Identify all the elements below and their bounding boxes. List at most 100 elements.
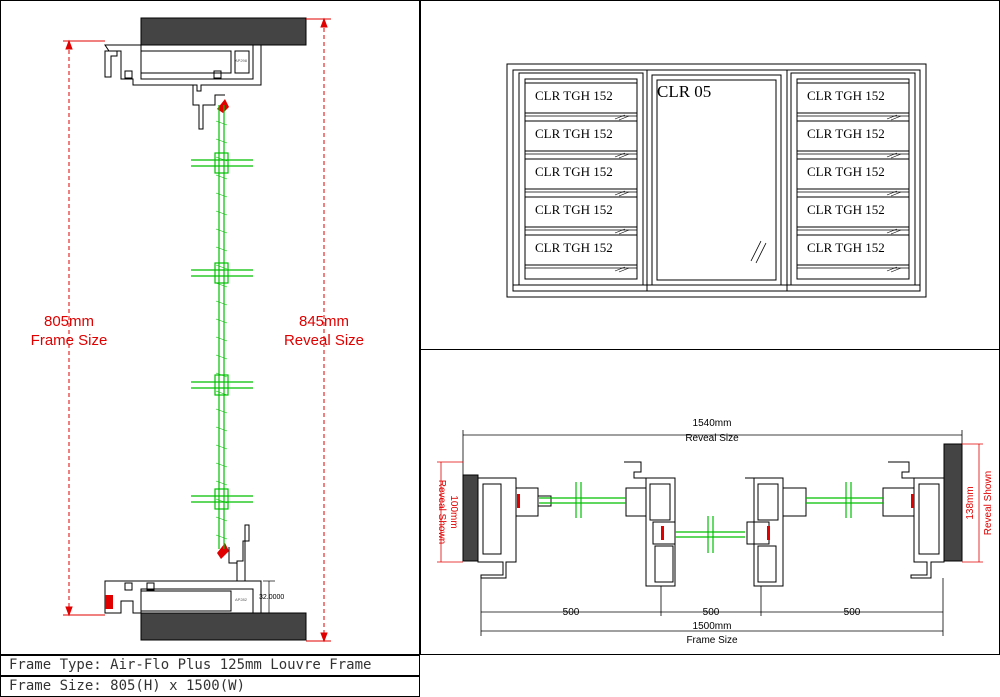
blade-hatch	[215, 282, 228, 288]
plan-reveal-value: 1540mm	[693, 418, 732, 429]
blade-label: CLR TGH 152	[807, 240, 885, 255]
small-dim-value: 32.0000	[259, 594, 284, 601]
blade-hatch	[614, 266, 626, 272]
sill-gasket-inner	[217, 543, 229, 559]
plan-blades	[539, 482, 883, 553]
blade-hatch	[215, 444, 228, 450]
blade-hatch	[215, 210, 228, 216]
frame-size-label: Frame Size	[31, 332, 108, 349]
blade-label: CLR TGH 152	[807, 164, 885, 179]
reveal-size-dimension	[306, 17, 331, 643]
blade-frame	[796, 196, 910, 228]
segment-1: 500	[563, 607, 580, 618]
frame-size-value: 805mm	[44, 313, 94, 330]
blade-hatch	[886, 228, 898, 234]
blade-hatch	[618, 229, 630, 235]
blade-hatch	[215, 120, 228, 126]
head-gasket	[217, 99, 229, 113]
frame-size-dimension	[63, 39, 105, 617]
plan-gaskets	[517, 494, 914, 540]
blade-hatch	[215, 534, 228, 540]
blade-label: CLR TGH 152	[535, 164, 613, 179]
blade-hatch	[618, 267, 630, 273]
blade-frame	[796, 158, 910, 190]
clip-body	[214, 488, 229, 510]
blade-frame	[524, 120, 638, 152]
blade-frame	[524, 196, 638, 228]
plan-frame-value: 1500mm	[693, 621, 732, 632]
louvre-blades	[191, 105, 253, 549]
blade-label: CLR TGH 152	[535, 88, 613, 103]
blade-hatch	[215, 372, 228, 378]
blade-hatch	[886, 190, 898, 196]
blade-hatch	[215, 462, 228, 468]
frame-type-row: Frame Type: Air-Flo Plus 125mm Louvre Fr…	[0, 655, 420, 676]
bottom-wall	[140, 612, 307, 641]
blade-frame	[524, 158, 638, 190]
top-wall	[140, 17, 307, 46]
blade-hatch	[618, 153, 630, 159]
blade-hatch	[890, 229, 902, 235]
left-depth-label: Reveal Shown	[436, 480, 447, 544]
head-frame-profile	[104, 44, 262, 130]
left-wall	[462, 474, 479, 562]
blade-hatch	[215, 174, 228, 180]
blade-hatch	[215, 390, 228, 396]
plan-depth-dimensions	[437, 443, 983, 563]
blade-hatch	[215, 228, 228, 234]
small-dimension	[263, 580, 275, 614]
right-wall	[943, 443, 963, 562]
plan-profiles	[477, 461, 945, 587]
blade-hatch	[215, 246, 228, 252]
blade-hatch	[890, 115, 902, 121]
blade-hatch	[215, 516, 228, 522]
blade-hatch	[215, 498, 228, 504]
blade-hatch	[618, 191, 630, 197]
blade-hatch	[215, 264, 228, 270]
blade-hatch	[886, 114, 898, 120]
blade-frame	[524, 82, 638, 114]
segment-2: 500	[703, 607, 720, 618]
blade-label: CLR TGH 152	[807, 202, 885, 217]
right-depth-label: Reveal Shown	[983, 471, 994, 535]
blade-label: CLR TGH 152	[807, 126, 885, 141]
clip-body	[214, 262, 229, 284]
blade-hatch	[215, 300, 228, 306]
head-part-code: AP298	[235, 58, 248, 63]
clip-body	[214, 152, 229, 174]
blade-frame	[796, 234, 910, 266]
blade-hatch	[886, 266, 898, 272]
blade-hatch	[890, 191, 902, 197]
frame-size-row: Frame Size: 805(H) x 1500(W)	[0, 676, 420, 697]
blade-hatch	[215, 318, 228, 324]
blade-frame	[796, 120, 910, 152]
blade-frame	[524, 234, 638, 266]
plan-frame-label: Frame Size	[686, 635, 738, 646]
vertical-section-panel: AP298 AP282	[0, 0, 420, 655]
blade-hatch	[890, 267, 902, 273]
blade-hatch	[215, 156, 228, 162]
sill-frame-profile	[104, 524, 262, 614]
blade-hatch	[215, 138, 228, 144]
plan-reveal-label: Reveal Size	[685, 433, 739, 444]
blade-hatch	[614, 190, 626, 196]
right-depth-value: 138mm	[965, 486, 976, 519]
blade-hatch	[618, 115, 630, 121]
blade-hatch	[215, 192, 228, 198]
plan-dimension-lines	[462, 430, 963, 636]
blade-label: CLR TGH 152	[535, 202, 613, 217]
vertical-section-drawing: AP298 AP282	[31, 17, 364, 643]
clip-body	[214, 374, 229, 396]
center-pane-label: CLR 05	[657, 82, 711, 101]
blade-hatch	[886, 152, 898, 158]
blade-label: CLR TGH 152	[807, 88, 885, 103]
blade-frame	[796, 82, 910, 114]
blade-hatch	[890, 153, 902, 159]
blade-hatch	[215, 480, 228, 486]
glass-hatch	[750, 240, 767, 264]
plan-section-panel: 1540mm Reveal Size 500 500 500 1500mm Fr…	[420, 349, 1000, 655]
